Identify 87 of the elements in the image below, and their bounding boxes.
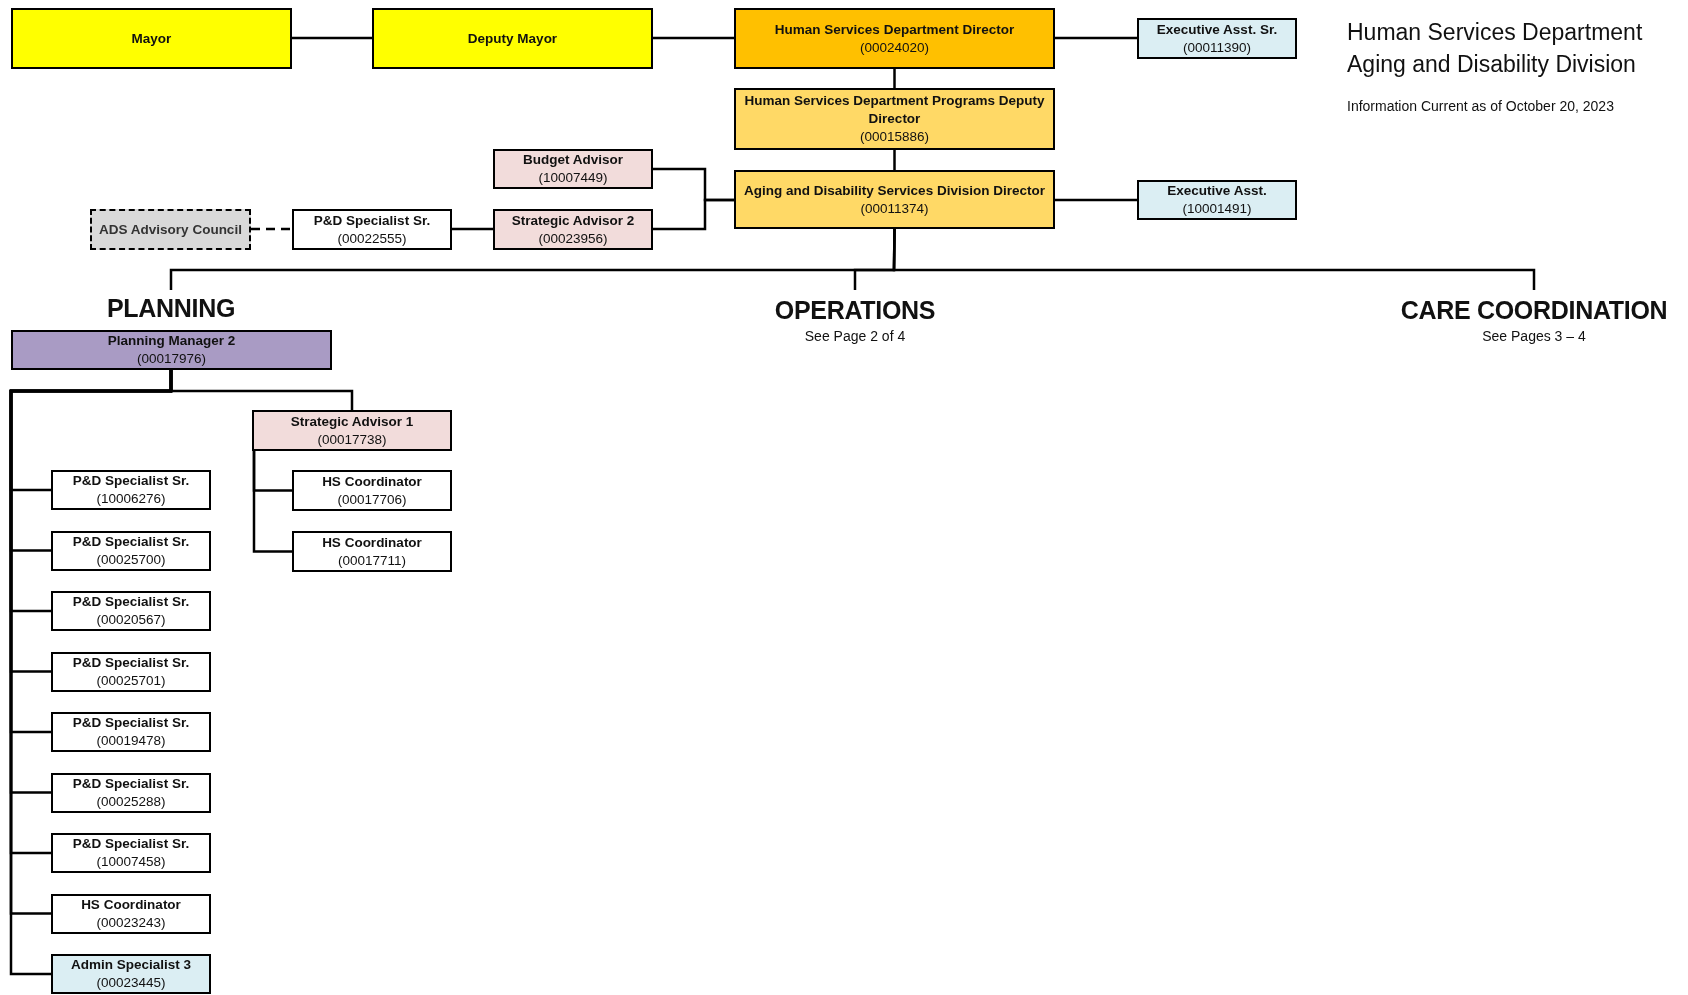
position-number: (10001491) <box>1182 200 1252 218</box>
job-title: P&D Specialist Sr. <box>72 593 190 611</box>
position-number: (10006276) <box>96 490 166 508</box>
position-box <box>11 8 292 69</box>
position-box <box>372 8 653 69</box>
job-title: HS Coordinator <box>322 533 422 552</box>
position-box <box>51 893 211 934</box>
job-title: Human Services Department Programs Deputy Director <box>743 92 1046 128</box>
job-title: P&D Specialist Sr. <box>72 714 190 732</box>
connector-line <box>893 69 896 88</box>
position-number: (00019478) <box>96 732 166 750</box>
job-title: P&D Specialist Sr. <box>313 211 431 230</box>
position-box <box>1137 180 1297 220</box>
job-title: HS Coordinator <box>322 472 422 491</box>
job-title: P&D Specialist Sr. <box>72 653 190 672</box>
chart-title: Human Services Department Aging and Disability Division <box>1347 18 1644 79</box>
job-title: Mayor <box>131 29 172 48</box>
connector-line <box>252 451 292 553</box>
position-box <box>51 591 211 631</box>
job-title: HS Coordinator <box>81 895 181 914</box>
position-number: (00022555) <box>337 229 407 248</box>
position-box <box>11 330 332 370</box>
position-box <box>734 170 1055 229</box>
connector-line <box>653 198 734 231</box>
position-number: (00023445) <box>96 974 166 992</box>
page-reference-note: See Pages 3 – 4 <box>1482 327 1586 346</box>
connector-line <box>892 229 1536 290</box>
position-number: (00023243) <box>96 913 166 932</box>
job-title: ADS Advisory Council <box>99 220 242 239</box>
position-box <box>734 8 1055 69</box>
job-title: Strategic Advisor 1 <box>290 412 414 431</box>
position-number: (00015886) <box>859 128 930 146</box>
job-title: P&D Specialist Sr. <box>72 472 190 490</box>
job-title: P&D Specialist Sr. <box>72 532 190 551</box>
position-box <box>51 833 211 873</box>
job-title: Planning Manager 2 <box>107 332 236 350</box>
position-box <box>734 88 1055 150</box>
info-note: Information Current as of October 20, 2023 <box>1347 98 1614 114</box>
position-number: (00011374) <box>860 199 929 218</box>
position-number: (00011390) <box>1182 38 1252 57</box>
job-title: Budget Advisor <box>523 151 623 169</box>
position-box <box>292 209 452 250</box>
position-number: (00017711) <box>337 551 407 570</box>
position-box <box>51 712 211 752</box>
position-box <box>51 772 211 813</box>
position-box <box>493 149 653 189</box>
section-heading: OPERATIONS <box>774 295 936 326</box>
position-number: (00023956) <box>538 229 608 248</box>
connector-line <box>452 227 493 231</box>
job-title: P&D Specialist Sr. <box>72 835 190 853</box>
position-box <box>252 410 452 451</box>
position-number: (00025701) <box>96 671 166 690</box>
section-heading: CARE COORDINATION <box>1400 295 1668 326</box>
position-box <box>292 531 452 572</box>
position-number: (00017976) <box>136 350 207 368</box>
section-heading: PLANNING <box>106 293 236 324</box>
position-number: (00025700) <box>96 550 166 569</box>
position-box <box>51 530 211 571</box>
position-box <box>493 209 653 250</box>
page-reference-note: See Page 2 of 4 <box>804 327 906 346</box>
job-title: Deputy Mayor <box>467 29 558 48</box>
dashed-connector-line <box>251 227 292 231</box>
position-number: (00017738) <box>317 430 387 449</box>
connector-line <box>292 36 372 40</box>
position-number: (10007449) <box>538 169 608 187</box>
connector-line <box>893 150 896 170</box>
position-box <box>51 954 211 994</box>
connector-line <box>653 36 734 40</box>
job-title: P&D Specialist Sr. <box>72 774 190 793</box>
job-title: Admin Specialist 3 <box>70 956 191 974</box>
position-box <box>292 470 452 511</box>
position-number: (00024020) <box>859 38 930 57</box>
job-title: Strategic Advisor 2 <box>511 211 635 230</box>
position-number: (00025288) <box>96 792 166 811</box>
connector-line <box>1055 36 1137 40</box>
connector-line <box>1055 198 1137 202</box>
position-box <box>51 651 211 692</box>
job-title: Executive Asst. <box>1167 182 1267 200</box>
position-number: (10007458) <box>96 853 166 871</box>
job-title: Aging and Disability Services Division Director <box>744 181 1045 200</box>
position-box <box>1137 18 1297 59</box>
position-box <box>51 470 211 510</box>
job-title: Human Services Department Director <box>774 20 1015 39</box>
position-number: (00020567) <box>96 611 166 629</box>
position-number: (00017706) <box>337 490 407 509</box>
job-title: Executive Asst. Sr. <box>1156 20 1278 39</box>
position-box <box>90 209 251 250</box>
